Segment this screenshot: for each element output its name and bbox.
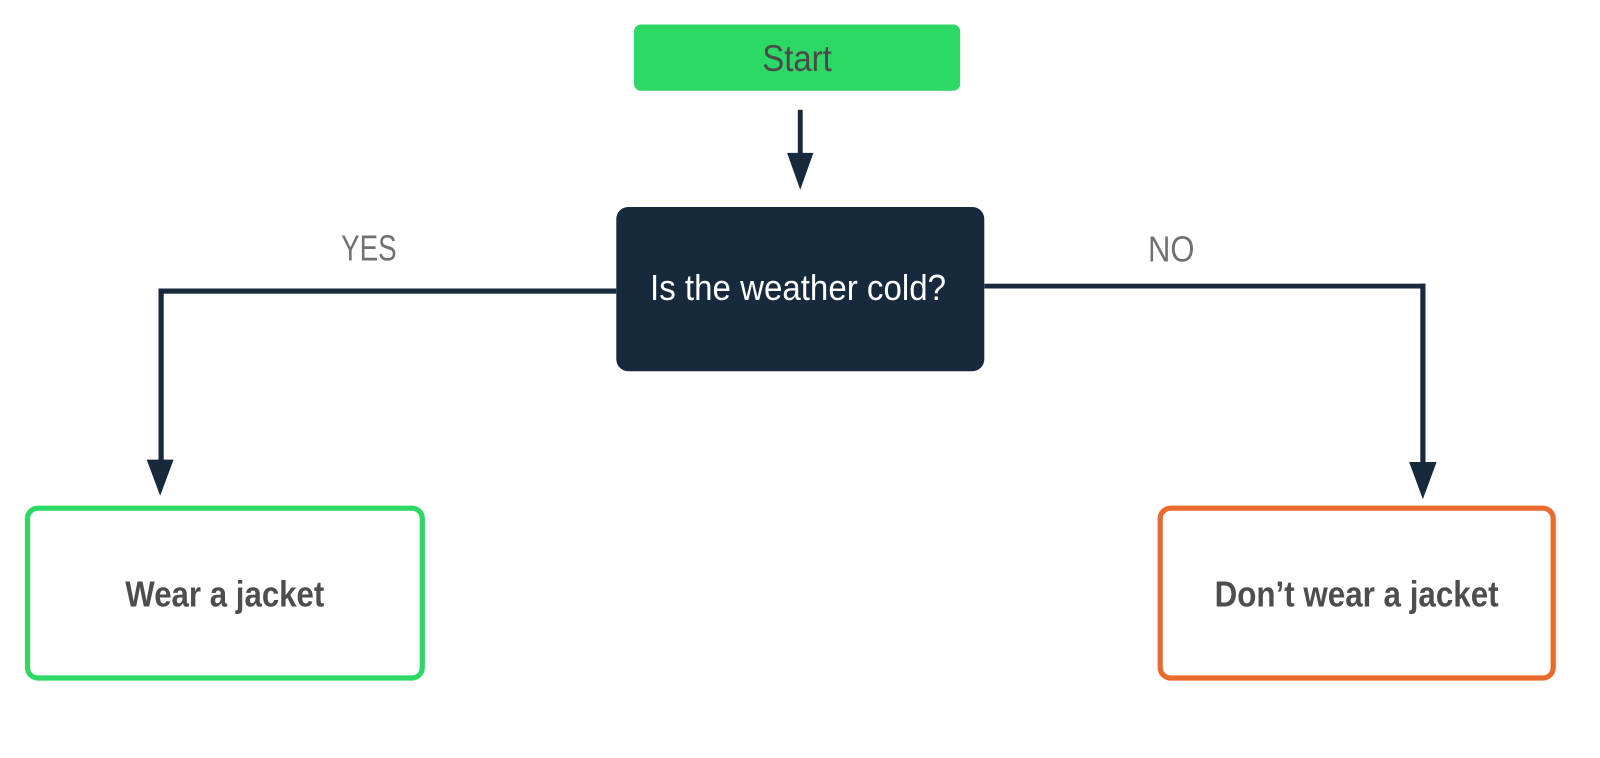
svg-text:Is the weather cold?: Is the weather cold? [650,267,946,308]
svg-text:Wear a jacket: Wear a jacket [125,574,324,615]
svg-text:YES: YES [341,228,397,269]
svg-text:Start: Start [762,37,832,79]
svg-text:NO: NO [1148,228,1195,269]
svg-text:Don’t wear a jacket: Don’t wear a jacket [1215,574,1499,615]
